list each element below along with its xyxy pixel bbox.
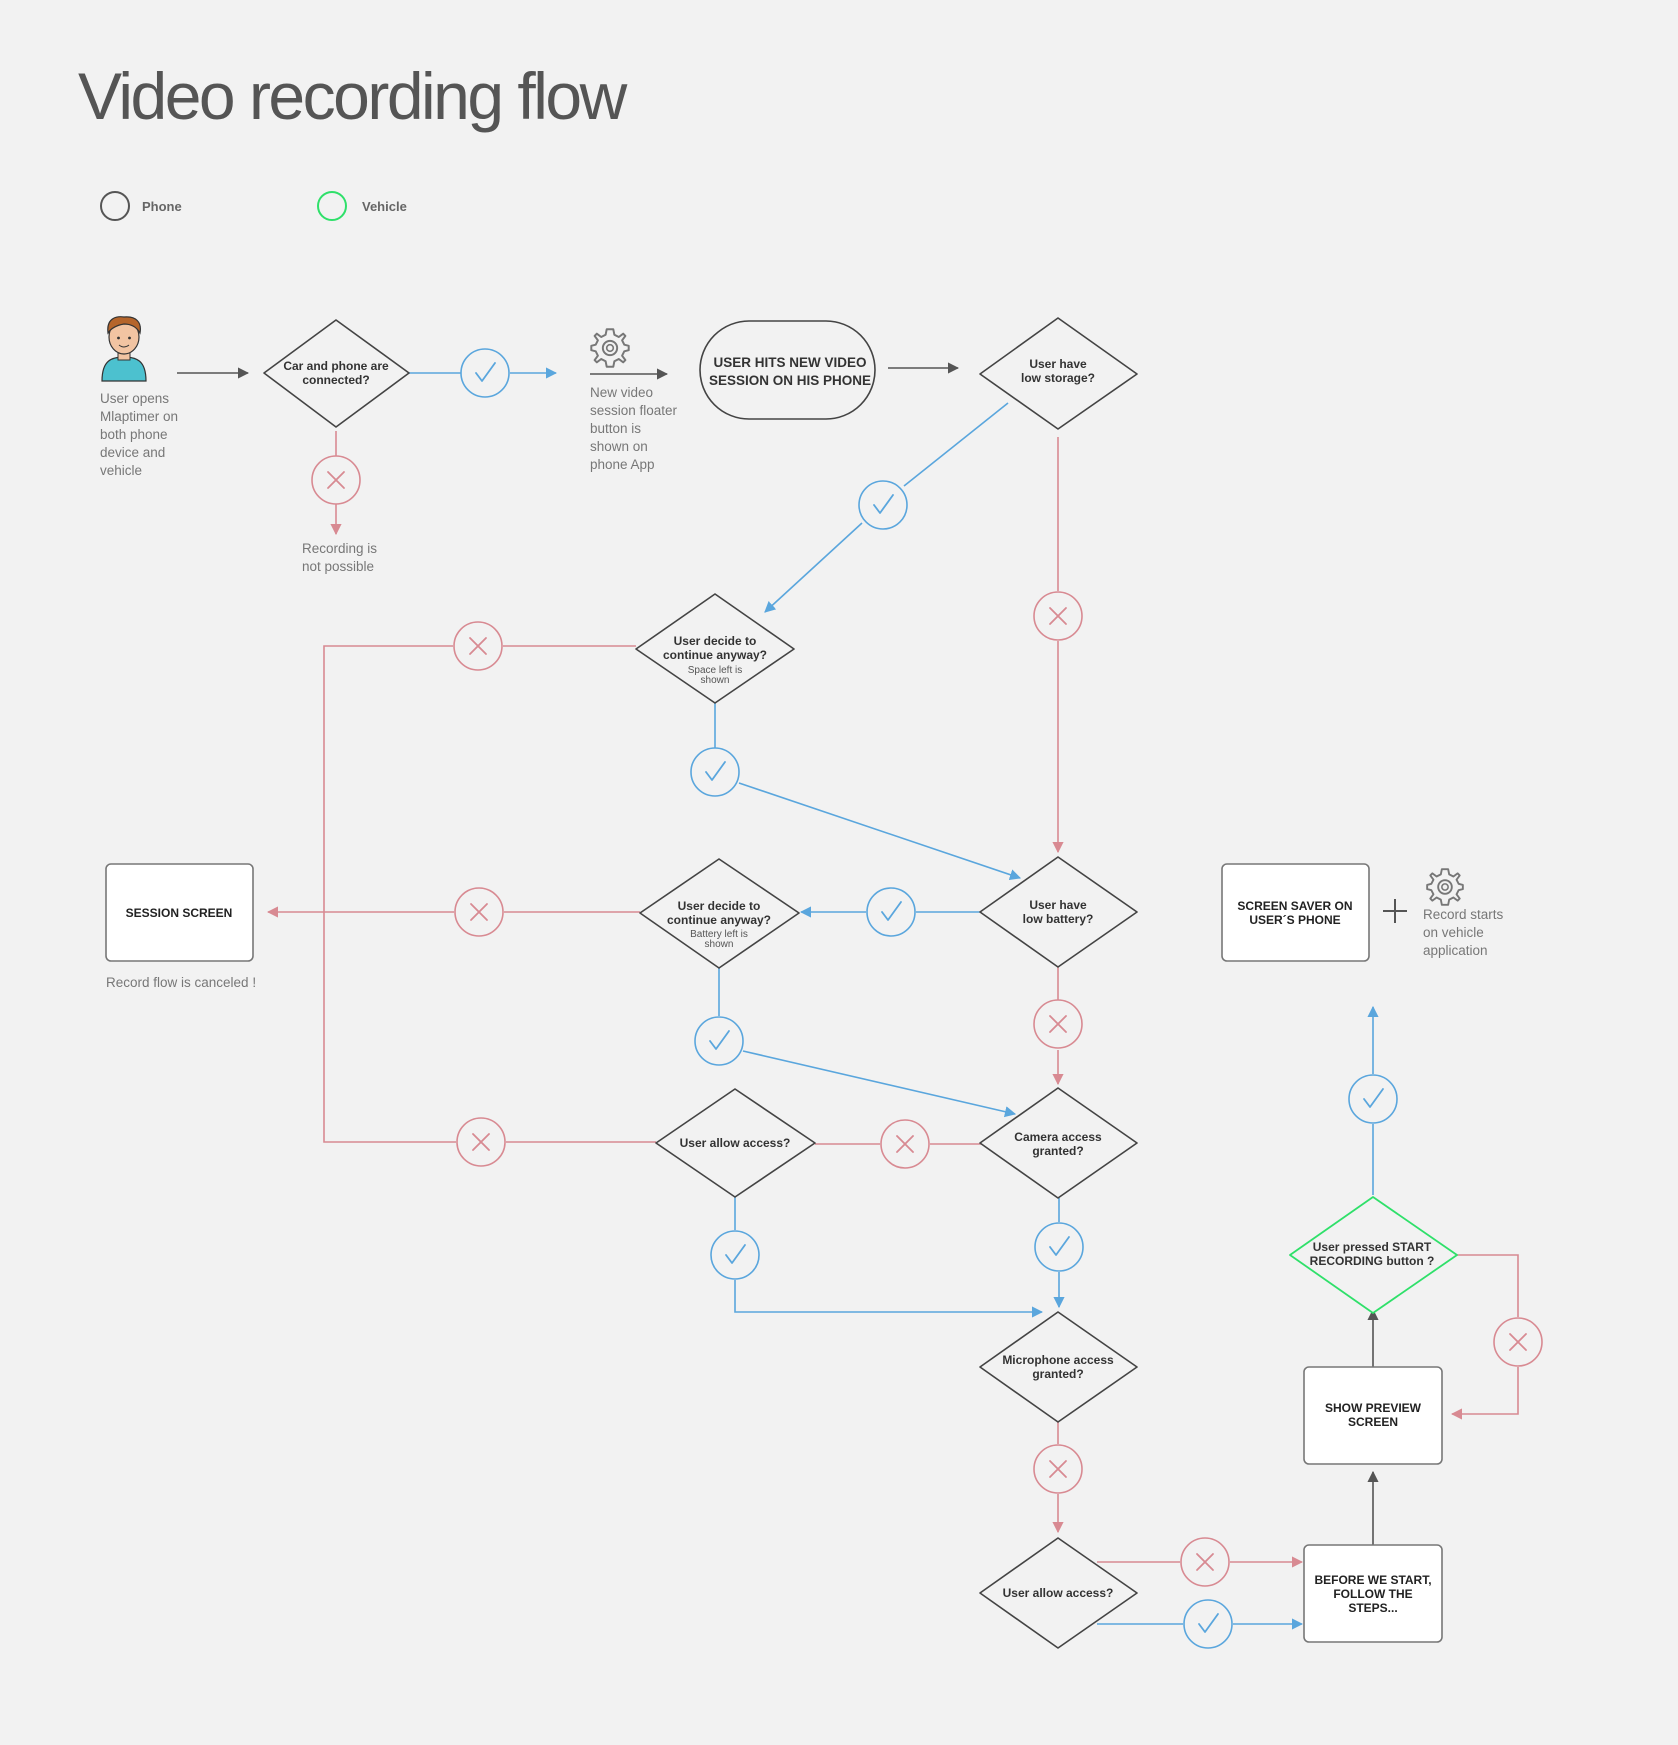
decision-text: low storage?	[1021, 371, 1095, 385]
decision-text: low battery?	[1023, 912, 1094, 926]
screen-new-session: USER HITS NEW VIDEO SESSION ON HIS PHONE	[699, 320, 876, 420]
screen-text: STEPS...	[1348, 1601, 1397, 1615]
screen-text: USER HITS NEW VIDEO	[713, 355, 866, 370]
badges	[311, 348, 1543, 1649]
user-avatar-icon	[101, 316, 147, 382]
cross-icon	[1493, 1317, 1543, 1367]
cross-icon	[1033, 591, 1083, 641]
screen-text: SESSION ON HIS PHONE	[709, 373, 871, 388]
decision-text: connected?	[302, 373, 369, 387]
check-icon	[1034, 1222, 1084, 1272]
legend-vehicle-swatch	[317, 191, 347, 221]
decision-text: User have	[1029, 898, 1087, 912]
screen-text: FOLLOW THE	[1333, 1587, 1412, 1601]
plus-icon	[1383, 899, 1407, 923]
check-icon	[694, 1016, 744, 1066]
check-icon	[1183, 1599, 1233, 1649]
decision-text: User allow access?	[1003, 1586, 1114, 1600]
decision-text: User have	[1029, 357, 1087, 371]
check-icon	[710, 1230, 760, 1280]
screen-text: SESSION SCREEN	[126, 906, 233, 920]
check-icon	[866, 887, 916, 937]
decision-text: RECORDING button ?	[1310, 1254, 1435, 1268]
decision-subtext: Space left is	[688, 665, 742, 676]
screen-text: SCREEN SAVER ON	[1237, 899, 1352, 913]
screen-text: USER´S PHONE	[1249, 913, 1340, 927]
decision-subtext: shown	[705, 939, 734, 950]
decision-subtext: shown	[701, 675, 730, 686]
connectors	[177, 362, 1519, 1630]
cross-icon	[1033, 999, 1083, 1049]
screen-text: BEFORE WE START,	[1314, 1573, 1431, 1587]
decision-allow-mic: User allow access?	[979, 1537, 1138, 1649]
cross-icon	[1180, 1537, 1230, 1587]
decision-subtext: Battery left is	[690, 929, 748, 940]
cross-icon	[1033, 1444, 1083, 1494]
check-icon	[690, 747, 740, 797]
cross-icon	[880, 1119, 930, 1169]
legend-vehicle-label: Vehicle	[362, 199, 407, 214]
check-icon	[1348, 1074, 1398, 1124]
gear-icon	[590, 328, 630, 368]
page-title: Video recording flow	[78, 59, 627, 133]
screen-text: SHOW PREVIEW	[1325, 1401, 1422, 1415]
screen-text: SCREEN	[1348, 1415, 1398, 1429]
cross-icon	[454, 887, 504, 937]
cross-icon	[311, 455, 361, 505]
decision-text: User allow access?	[680, 1136, 791, 1150]
cross-icon	[456, 1117, 506, 1167]
screen-session: SESSION SCREEN	[105, 863, 254, 962]
decision-text: User pressed START	[1313, 1240, 1432, 1254]
decision-text: continue anyway?	[667, 913, 771, 927]
decision-text: granted?	[1032, 1367, 1083, 1381]
legend-phone-label: Phone	[142, 199, 182, 214]
cross-icon	[453, 621, 503, 671]
decision-text: continue anyway?	[663, 648, 767, 662]
decision-text: Microphone access	[1002, 1353, 1114, 1367]
decision-allow-camera: User allow access?	[655, 1088, 816, 1198]
decision-text: Car and phone are	[283, 359, 389, 373]
legend-phone-swatch	[100, 191, 130, 221]
decision-text: granted?	[1032, 1144, 1083, 1158]
check-icon	[460, 348, 510, 398]
decision-text: User decide to	[678, 899, 761, 913]
check-icon	[858, 480, 908, 530]
note-canceled: Record flow is canceled !	[106, 975, 256, 990]
decision-text: User decide to	[674, 634, 757, 648]
gear-icon	[1426, 868, 1464, 906]
decision-text: Camera access	[1014, 1130, 1102, 1144]
